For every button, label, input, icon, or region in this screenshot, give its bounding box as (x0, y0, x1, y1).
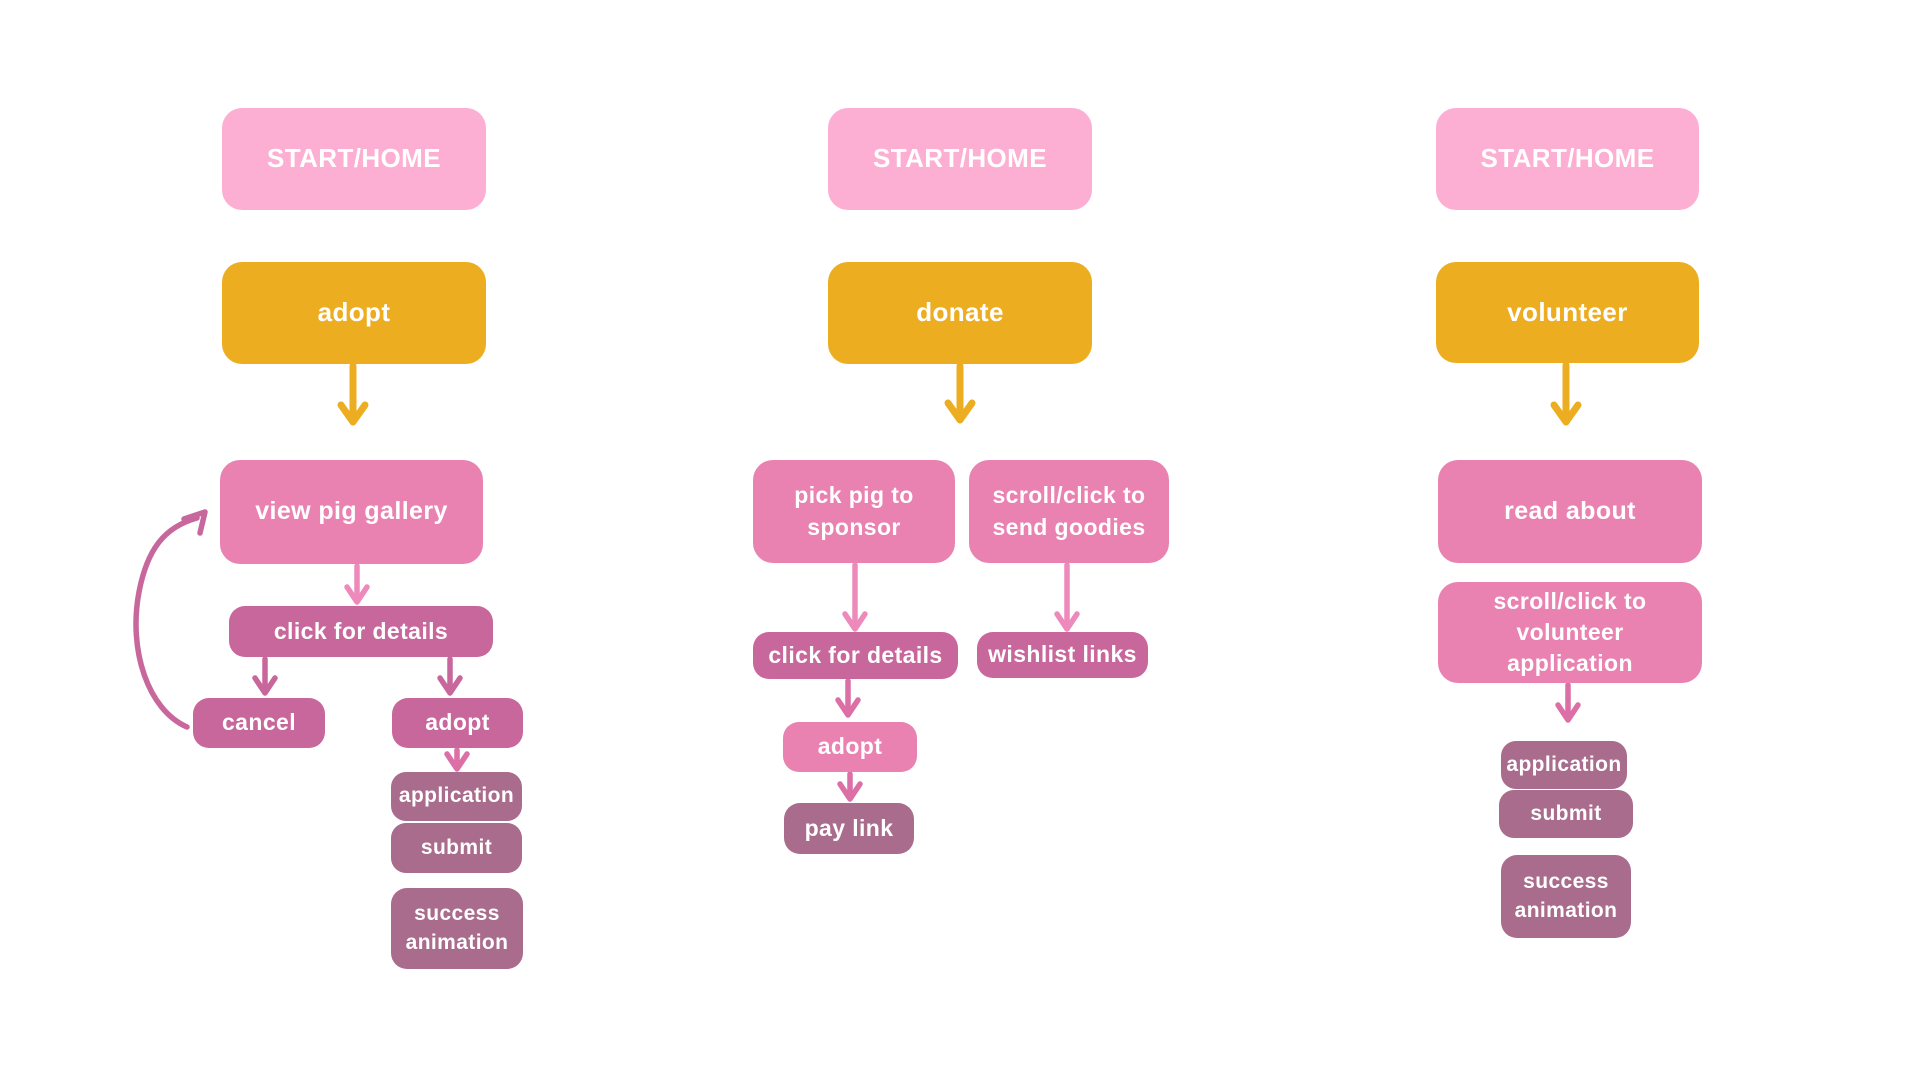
flow-node-adopt-flow-click-for-details: click for details (229, 606, 493, 657)
arrow-click-details-to-adopt (437, 656, 463, 696)
flow-node-donate-flow-wishlist-links: wishlist links (977, 632, 1148, 678)
arrow-donate-to-options (944, 362, 976, 424)
arrow-click-details-to-adopt-2 (835, 678, 861, 718)
flow-node-volunteer-flow-scroll-volunteer-application: scroll/click to volunteer application (1438, 582, 1702, 683)
flow-node-volunteer-flow-read-about: read about (1438, 460, 1702, 563)
arrow-send-goodies-to-wishlist-links (1054, 562, 1080, 632)
flow-node-label: application (398, 784, 515, 808)
flow-node-adopt-flow-submit: submit (391, 823, 522, 873)
flow-node-label: pay link (804, 814, 894, 841)
flow-node-volunteer-flow-volunteer: volunteer (1436, 262, 1699, 363)
arrow-pick-pig-to-click-details (842, 562, 868, 632)
flow-node-label: application (1506, 752, 1622, 776)
flow-node-donate-flow-pay-link: pay link (784, 803, 914, 854)
flow-node-label: success animation (1514, 870, 1618, 922)
flow-node-label: view pig gallery (255, 497, 448, 526)
arrow-volunteer-to-read-about (1550, 361, 1582, 426)
flow-node-adopt-flow-adopt: adopt (222, 262, 486, 364)
arrow-adopt-to-pay-link (837, 771, 863, 802)
arrow-view-pig-gallery-to-click-details (344, 563, 370, 605)
flow-node-volunteer-flow-application: application (1501, 741, 1627, 789)
flow-node-adopt-flow-adopt-confirm: adopt (392, 698, 523, 748)
flow-node-volunteer-flow-submit: submit (1499, 790, 1633, 838)
flow-node-donate-flow-adopt: adopt (783, 722, 917, 772)
flow-node-label: START/HOME (1480, 143, 1655, 174)
flow-node-label: scroll/click to send goodies (992, 482, 1146, 540)
flow-node-label: pick pig to sponsor (794, 482, 914, 540)
flow-node-adopt-flow-cancel: cancel (193, 698, 325, 748)
flow-node-label: adopt (817, 733, 883, 760)
flow-node-label: click for details (768, 641, 943, 668)
arrow-cancel-back-to-view-pig-gallery (133, 509, 208, 730)
flow-node-label: START/HOME (267, 143, 441, 174)
flow-node-label: adopt (317, 297, 391, 328)
flow-node-adopt-flow-start-home: START/HOME (222, 108, 486, 210)
flow-node-label: read about (1504, 496, 1636, 525)
flow-node-volunteer-flow-start-home: START/HOME (1436, 108, 1699, 210)
flow-node-donate-flow-scroll-send-goodies: scroll/click to send goodies (969, 460, 1169, 563)
flow-node-label: donate (916, 297, 1004, 328)
flow-node-adopt-flow-view-pig-gallery: view pig gallery (220, 460, 483, 564)
flow-node-label: success animation (405, 902, 509, 954)
flow-node-volunteer-flow-success-animation: success animation (1501, 855, 1631, 938)
flow-node-label: submit (1530, 801, 1602, 825)
flow-node-label: volunteer (1507, 296, 1628, 327)
flow-node-label: START/HOME (873, 143, 1047, 174)
flow-node-label: wishlist links (988, 641, 1137, 668)
flow-node-donate-flow-pick-pig-to-sponsor: pick pig to sponsor (753, 460, 955, 563)
flow-node-label: submit (420, 835, 493, 859)
flow-node-donate-flow-start-home: START/HOME (828, 108, 1092, 210)
arrow-click-details-to-cancel (252, 656, 278, 696)
flow-node-adopt-flow-application: application (391, 772, 522, 821)
arrow-scroll-volunteer-to-application (1555, 682, 1581, 723)
flow-node-donate-flow-click-for-details: click for details (753, 632, 958, 679)
arrow-adopt-to-application (444, 747, 470, 772)
arrow-adopt-to-view-pig-gallery (337, 362, 369, 426)
flow-node-donate-flow-donate: donate (828, 262, 1092, 364)
flow-node-label: adopt (425, 709, 490, 736)
flow-node-label: cancel (221, 709, 296, 736)
flow-node-label: click for details (273, 617, 449, 644)
flow-node-label: scroll/click to volunteer application (1493, 587, 1647, 677)
flow-node-adopt-flow-success-animation: success animation (391, 888, 523, 969)
